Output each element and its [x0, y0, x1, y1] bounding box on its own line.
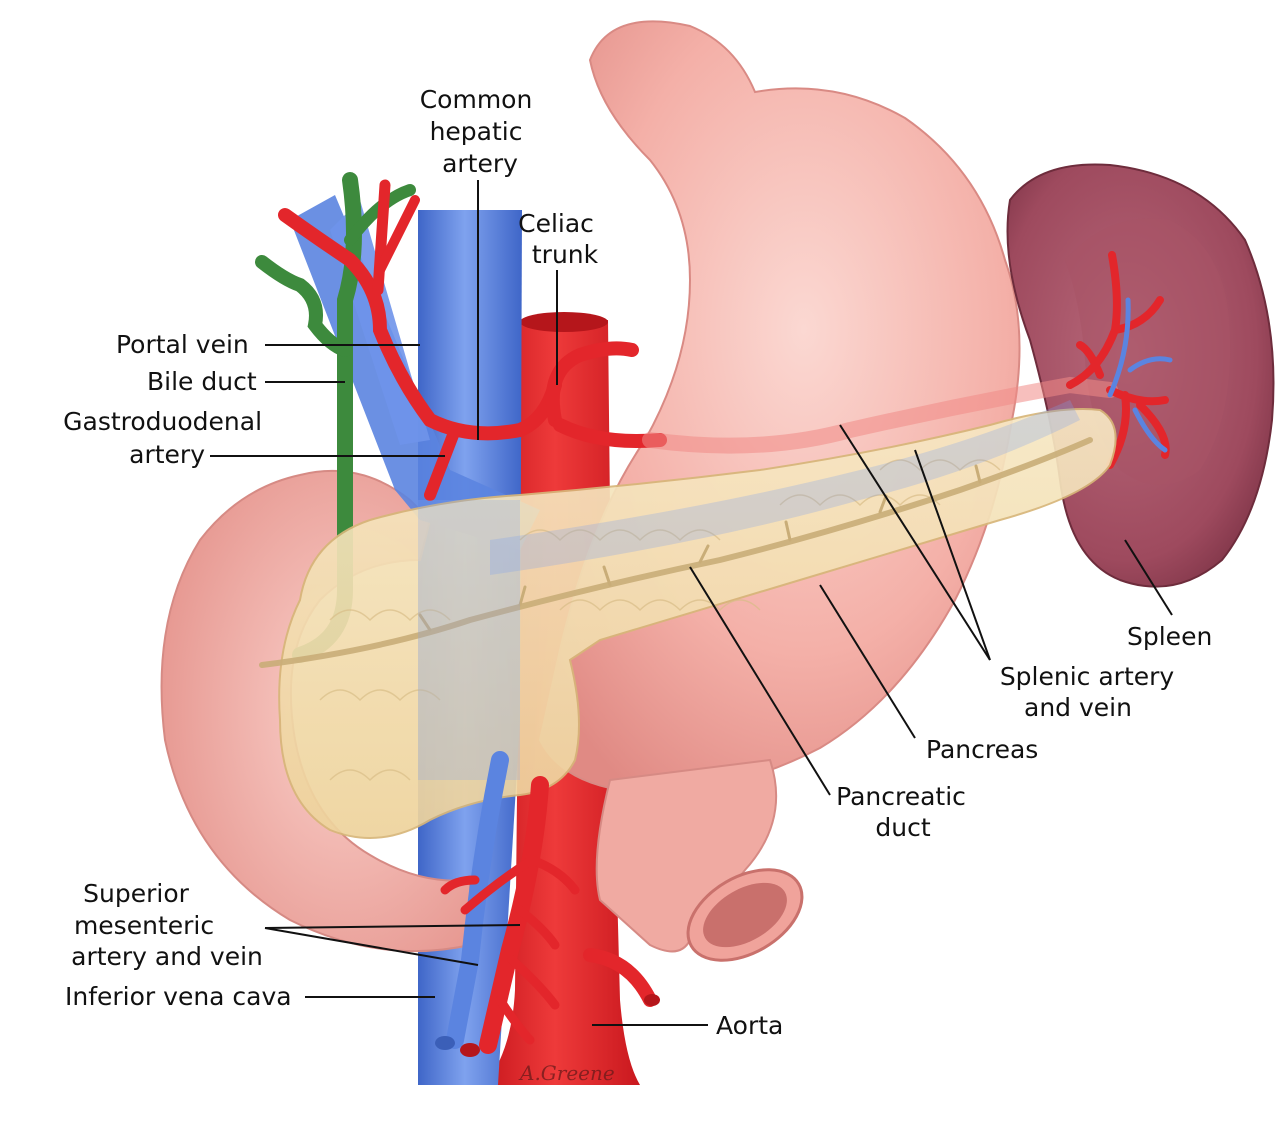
- splenic-vein-branch: [1107, 297, 1173, 453]
- mesenteric-branches: [440, 855, 580, 1045]
- leader-superior-mesenteric-2: [264, 924, 521, 929]
- splenic-vein-overlay: [490, 400, 1080, 575]
- superior-mesenteric-vein-overlay: [418, 500, 520, 780]
- leader-splenic-1: [839, 424, 991, 661]
- label-gastroduodenal-artery: Gastroduodenal artery: [63, 407, 270, 469]
- label-aorta: Aorta: [716, 1011, 783, 1040]
- label-portal-vein: Portal vein: [116, 330, 249, 359]
- leader-superior-mesenteric-1: [264, 927, 479, 966]
- celiac-trunk-vessel: [545, 341, 639, 427]
- hepatic-artery-branch-2: [375, 195, 420, 275]
- leader-pancreatic-duct: [689, 566, 831, 796]
- artist-signature: A.Greene: [518, 1061, 615, 1085]
- renal-artery-opening: [644, 994, 660, 1006]
- label-bile-duct: Bile duct: [147, 367, 257, 396]
- leader-spleen: [1124, 539, 1173, 616]
- gastroduodenal-artery-vessel: [424, 424, 461, 501]
- pancreatic-duct: [259, 437, 1093, 668]
- label-common-hepatic-artery: Common hepatic artery: [420, 85, 541, 178]
- vein-opening: [435, 1036, 455, 1050]
- label-pancreas: Pancreas: [926, 735, 1038, 764]
- label-splenic-artery-and-vein: Splenic artery and vein: [1000, 662, 1182, 722]
- superior-mesenteric-vein: [446, 751, 509, 1049]
- renal-artery: [583, 948, 657, 1007]
- leader-splenic-2: [914, 449, 991, 661]
- intestine-opening-inner: [703, 882, 787, 948]
- bile-duct-branch-left: [255, 255, 352, 357]
- hepatic-artery: [278, 208, 562, 441]
- superior-mesenteric-artery: [479, 776, 549, 1054]
- leader-lines: [210, 180, 1173, 1026]
- label-pancreatic-duct: Pancreatic duct: [836, 782, 974, 842]
- pancreatic-duct-branches: [418, 464, 982, 632]
- label-inferior-vena-cava: Inferior vena cava: [65, 982, 292, 1011]
- artery-opening: [460, 1043, 480, 1057]
- splenic-vessels-band: [642, 376, 1118, 454]
- leader-pancreas: [819, 584, 916, 739]
- label-celiac-trunk: Celiac trunk: [518, 209, 602, 269]
- aorta-top-opening: [520, 312, 608, 332]
- intestine-tube: [595, 758, 778, 953]
- label-spleen: Spleen: [1127, 622, 1212, 651]
- label-superior-mesenteric-artery-and-vein: Superior mesenteric artery and vein: [71, 879, 263, 971]
- splenic-artery-branch: [1066, 251, 1170, 469]
- pancreas-lobules: [319, 459, 1001, 782]
